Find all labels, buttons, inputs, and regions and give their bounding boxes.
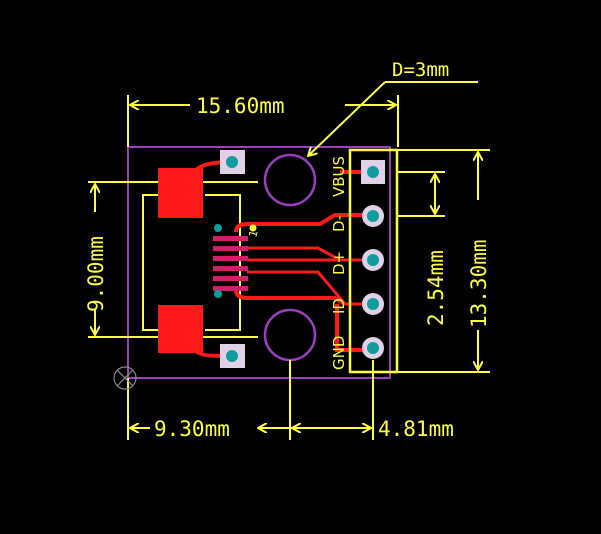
mounting-hole-bottom: [263, 308, 317, 362]
pin-label-vbus: VBUS: [330, 156, 348, 197]
dimension-height-left-label: 9.00mm: [84, 236, 108, 312]
dimension-pitch-label: 2.54mm: [424, 250, 448, 326]
header-pad-5: [362, 337, 384, 359]
pin-label-d-plus: D+: [330, 251, 348, 275]
header-pad-1: [361, 160, 385, 184]
via: [214, 224, 222, 232]
pin1-marker: 1: [246, 229, 260, 239]
dimension-width-total-label: 15.60mm: [196, 94, 285, 118]
header-pad-4: [362, 293, 384, 315]
shield-pad-bottom: [158, 305, 203, 353]
dimension-bottom-right-label: 4.81mm: [378, 417, 454, 441]
dimension-bottom-left-label: 9.30mm: [154, 417, 230, 441]
hole-diameter-leader: [308, 81, 478, 156]
usb-connector-outline: [142, 194, 241, 331]
pin-label-id: ID: [330, 298, 348, 314]
dimension-height-total: [397, 149, 490, 373]
mount-pad-top: [220, 150, 245, 174]
board-outline: [127, 146, 391, 379]
pin-label-gnd: GND: [330, 336, 348, 370]
hole-diameter-label: D=3mm: [392, 59, 449, 81]
shield-pad-top: [158, 168, 203, 218]
header-pad-3: [362, 249, 384, 271]
pin-label-d-minus: D-: [330, 215, 348, 232]
via: [214, 290, 222, 298]
dimension-pitch: [397, 171, 445, 217]
origin-marker-icon: [113, 366, 137, 390]
mounting-hole-top: [263, 153, 317, 207]
dimension-width-total: [127, 95, 399, 147]
mount-pad-bottom: [220, 344, 245, 368]
dimension-height-total-label: 13.30mm: [467, 239, 491, 328]
header-pad-2: [362, 205, 384, 227]
usb-signal-pins: [213, 236, 248, 291]
pin1-dot: [249, 224, 257, 232]
